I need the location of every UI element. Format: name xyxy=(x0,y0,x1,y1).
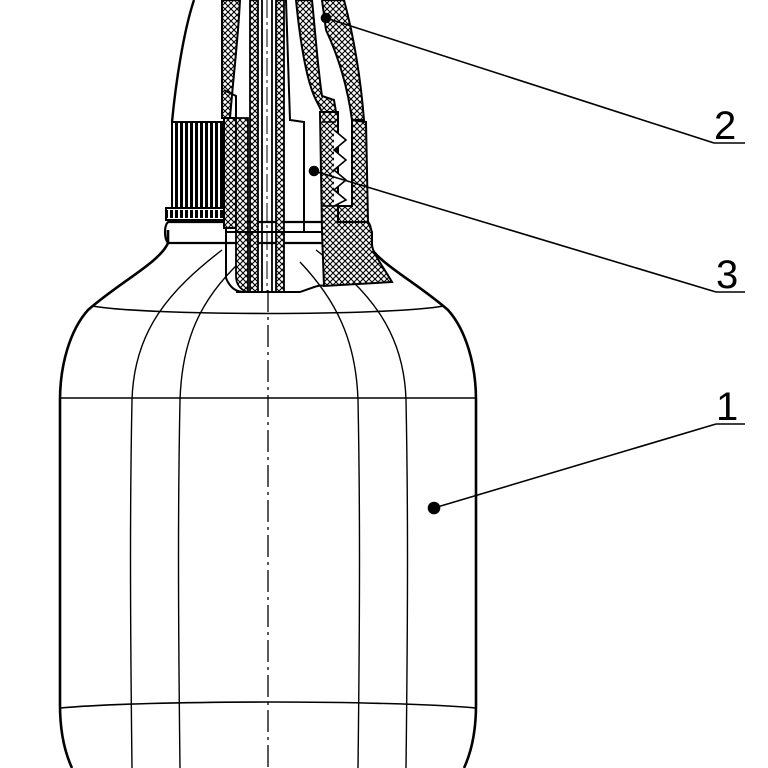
leader-2-dot xyxy=(320,12,332,24)
rib-line-left-inner xyxy=(177,261,241,768)
leader-1-dot xyxy=(427,501,441,515)
bottle-outline xyxy=(58,230,478,768)
leader-2 xyxy=(325,17,715,144)
bottle-body xyxy=(58,220,478,768)
callout-label-3: 3 xyxy=(716,253,738,297)
callout-label-2: 2 xyxy=(714,104,736,148)
cap-knurl xyxy=(165,121,227,221)
callout-leaders xyxy=(308,12,745,515)
rib-line-right-inner xyxy=(299,261,361,768)
leader-3-dot xyxy=(308,165,320,177)
leader-1 xyxy=(433,423,717,509)
callout-label-1: 1 xyxy=(716,385,738,429)
rib-line-left-outer xyxy=(129,249,223,768)
leader-3 xyxy=(313,170,717,293)
shoulder-line xyxy=(91,305,445,315)
nozzle-shell xyxy=(170,0,394,288)
rib-line-right-outer xyxy=(315,249,409,768)
inner-tubes xyxy=(223,0,325,294)
